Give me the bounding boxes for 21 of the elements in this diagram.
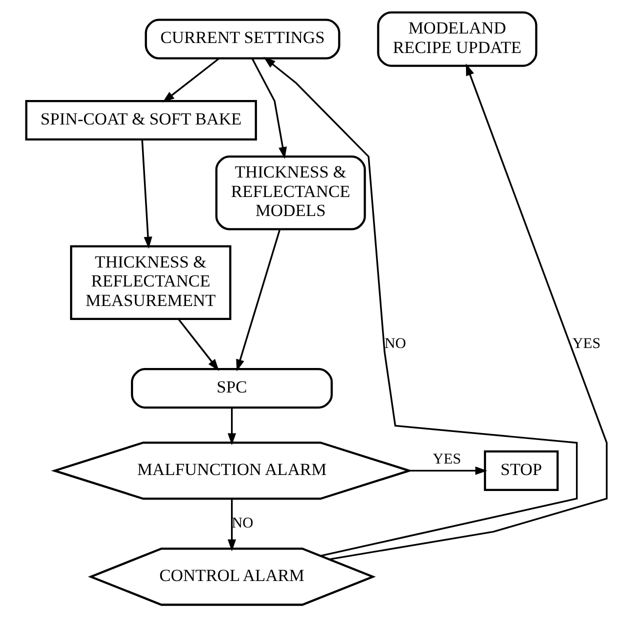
node-box: THICKNESS & REFLECTANCE MODELS [214,156,366,230]
arrow [408,466,487,475]
arrow [140,140,152,249]
node-box: SPIN-COAT & SOFT BAKE [24,100,256,141]
node-box: SPC [130,368,332,409]
arrow [227,498,236,552]
arrow [262,56,578,557]
node-box: STOP [483,450,558,491]
arrow [250,58,286,159]
edge-label: YES [572,336,600,352]
node-box: MODELAND RECIPE UPDATE [376,11,537,67]
node-box: CURRENT SETTINGS [144,18,340,60]
arrow [162,58,220,103]
arrow [177,318,219,371]
arrow [227,408,236,446]
edge-label: YES [432,451,461,468]
arrow [236,229,280,372]
edge-label: NO [384,336,406,352]
edge-label: NO [231,516,253,532]
arrow [328,64,608,560]
node-box: THICKNESS & REFLECTANCE MEASUREMENT [70,245,231,320]
